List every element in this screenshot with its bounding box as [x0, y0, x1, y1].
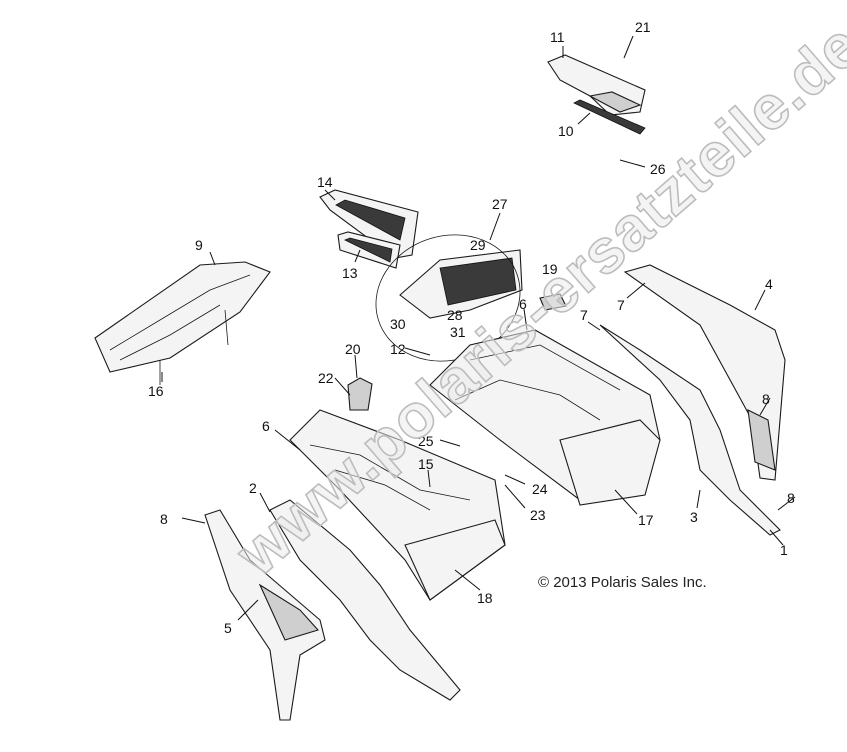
- callout-8-bottom: 8: [787, 490, 795, 506]
- part-bracket-19: [539, 293, 567, 311]
- callout-24: 24: [532, 481, 548, 497]
- callout-labels: 11 21 10 26 14 27 29 19 9 13 28 6 7 7 4 …: [148, 19, 795, 636]
- callout-3: 3: [690, 509, 698, 525]
- callout-17: 17: [638, 512, 654, 528]
- part-left-rocker: [269, 499, 461, 701]
- callout-4: 4: [765, 276, 773, 292]
- callout-25: 25: [418, 433, 434, 449]
- callout-21: 21: [635, 19, 651, 35]
- part-storage-tray: [375, 234, 523, 362]
- callout-27: 27: [492, 196, 508, 212]
- callout-10: 10: [558, 123, 574, 139]
- part-right-rocker: [599, 324, 781, 536]
- callout-2: 2: [249, 480, 257, 496]
- callout-8-left: 8: [160, 511, 168, 527]
- part-right-rear-side-panel: [623, 264, 786, 481]
- callout-31: 31: [450, 324, 466, 340]
- callout-20: 20: [345, 341, 361, 357]
- part-left-front-panel: [204, 509, 326, 721]
- callout-28: 28: [447, 307, 463, 323]
- callout-18: 18: [477, 590, 493, 606]
- callout-6-front: 6: [262, 418, 270, 434]
- callout-19: 19: [542, 261, 558, 277]
- callout-13: 13: [342, 265, 358, 281]
- part-rear-tub: [429, 329, 661, 506]
- part-front-floor-tub: [289, 409, 506, 601]
- callout-8-right: 8: [762, 391, 770, 407]
- callout-29: 29: [470, 237, 486, 253]
- callout-1: 1: [780, 542, 788, 558]
- callout-7-b: 7: [580, 307, 588, 323]
- callout-23: 23: [530, 507, 546, 523]
- callout-16: 16: [148, 383, 164, 399]
- callout-12: 12: [390, 341, 406, 357]
- callout-7-a: 7: [617, 297, 625, 313]
- callout-22: 22: [318, 370, 334, 386]
- callout-6-rear: 6: [519, 296, 527, 312]
- callout-5: 5: [224, 620, 232, 636]
- callout-15: 15: [418, 456, 434, 472]
- part-grille-panel: [319, 189, 419, 269]
- part-bracket-20: [347, 377, 373, 411]
- part-rear-cross-member: [94, 261, 271, 385]
- callout-30: 30: [390, 316, 406, 332]
- callout-26: 26: [650, 161, 666, 177]
- copyright-text: © 2013 Polaris Sales Inc.: [538, 574, 707, 591]
- callout-9: 9: [195, 237, 203, 253]
- leader-lines: [161, 35, 796, 621]
- callout-14: 14: [317, 174, 333, 190]
- callout-11: 11: [550, 29, 565, 45]
- part-rear-upper-panel: [547, 54, 646, 135]
